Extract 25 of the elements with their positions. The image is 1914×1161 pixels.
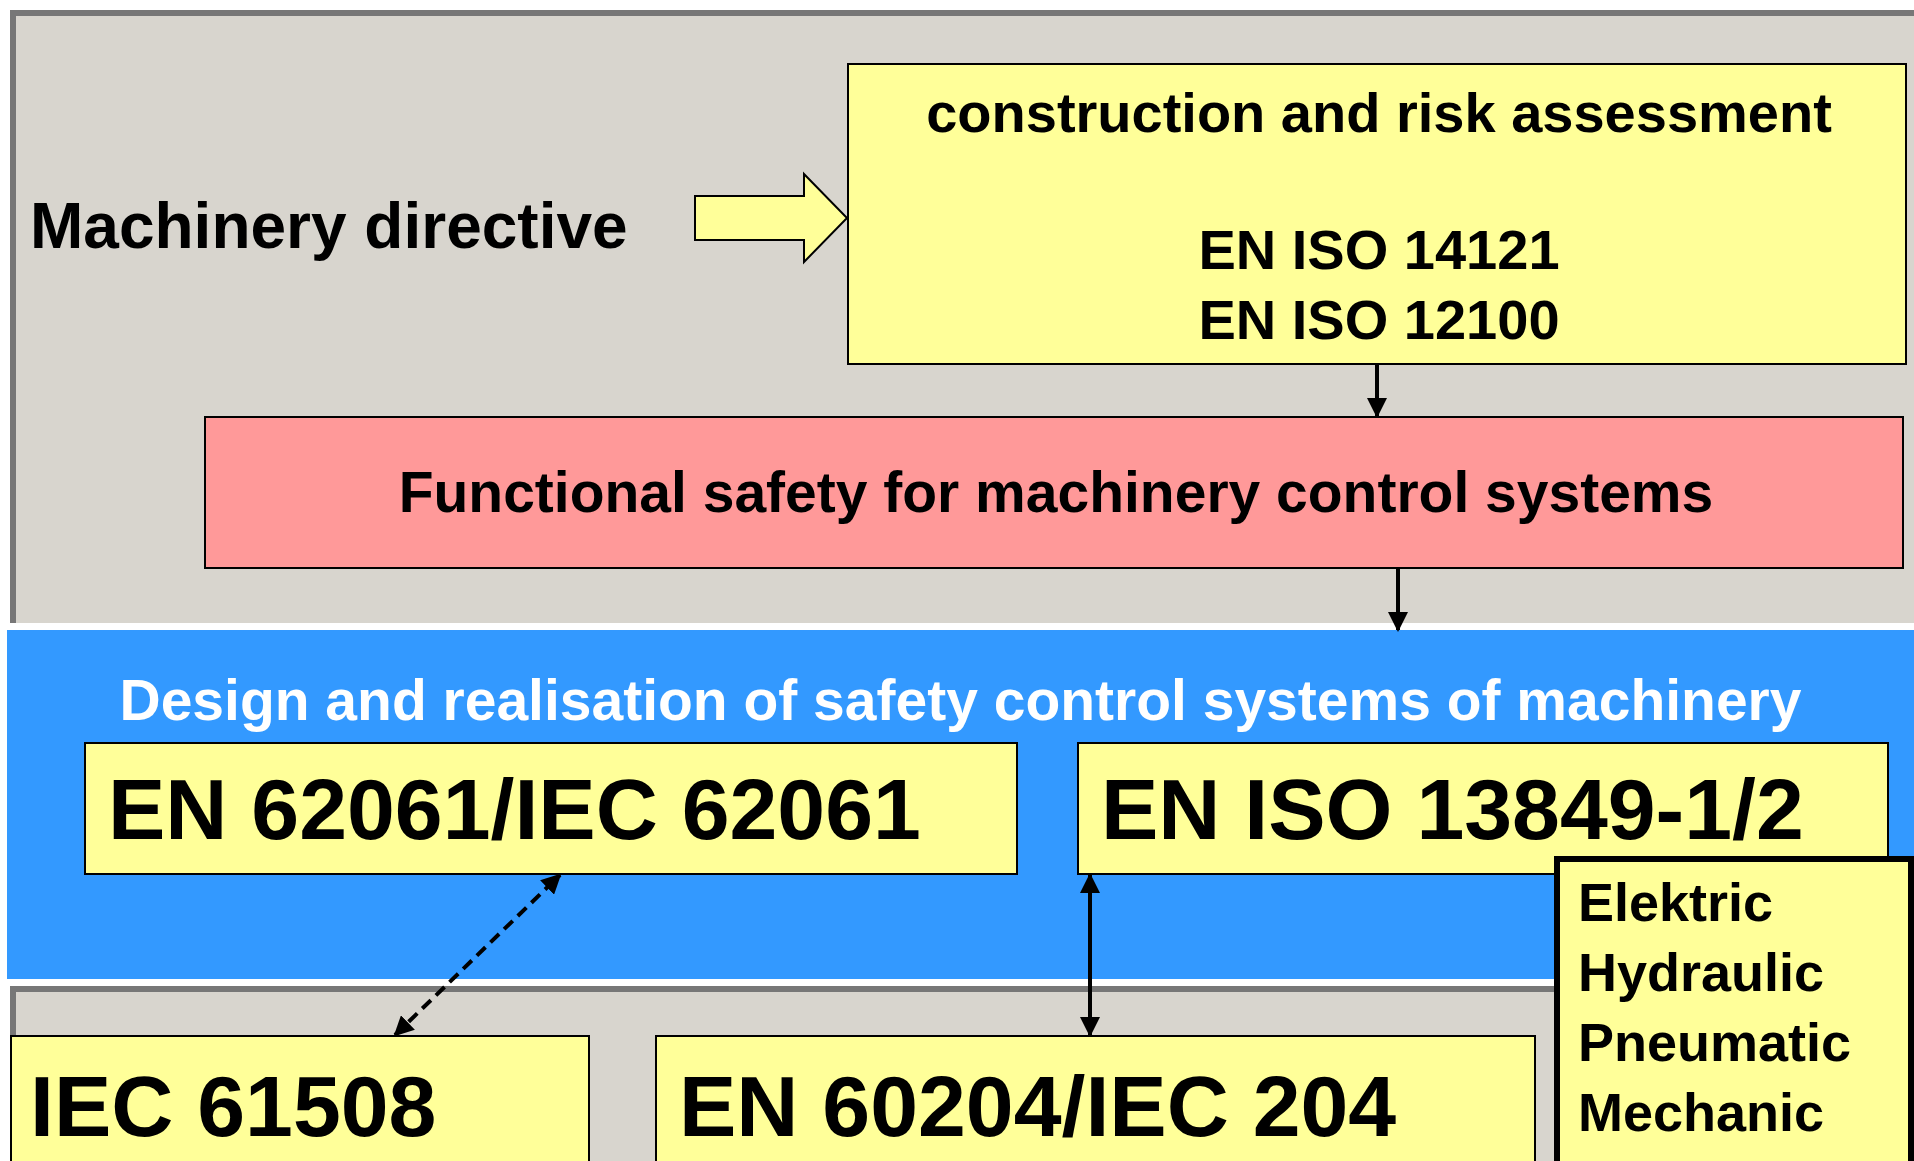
arrow bbox=[1388, 569, 1408, 632]
standard-box bbox=[10, 1035, 590, 1161]
node-label: construction and risk assessment bbox=[925, 80, 1833, 146]
double-arrow bbox=[393, 873, 562, 1037]
arrow bbox=[1367, 365, 1387, 418]
node-label: Machinery directive bbox=[30, 189, 629, 264]
standard-box bbox=[1077, 742, 1889, 875]
node-label: EN ISO 13849-1/2 bbox=[1101, 760, 1805, 859]
node-label: IEC 61508 bbox=[30, 1057, 438, 1156]
node-label: EN ISO 14121 EN ISO 12100 bbox=[1197, 217, 1561, 353]
process-box bbox=[204, 416, 1904, 569]
process-box bbox=[847, 63, 1907, 365]
node-label: Functional safety for machinery control systems bbox=[397, 459, 1715, 526]
list-item: Elektric bbox=[1578, 871, 1775, 934]
standard-box bbox=[84, 742, 1018, 875]
list-item: Mechanic bbox=[1578, 1081, 1826, 1144]
band-title: Design and realisation of safety control systems of machinery bbox=[118, 667, 1803, 734]
double-arrow bbox=[1080, 873, 1100, 1037]
list-item: Pneumatic bbox=[1578, 1011, 1853, 1074]
block-arrow bbox=[694, 171, 849, 265]
node-label: EN 62061/IEC 62061 bbox=[108, 760, 922, 859]
standard-box bbox=[655, 1035, 1536, 1161]
list-item: Hydraulic bbox=[1578, 941, 1826, 1004]
list-box bbox=[1554, 856, 1914, 1161]
node-label: EN 60204/IEC 204 bbox=[679, 1057, 1398, 1156]
